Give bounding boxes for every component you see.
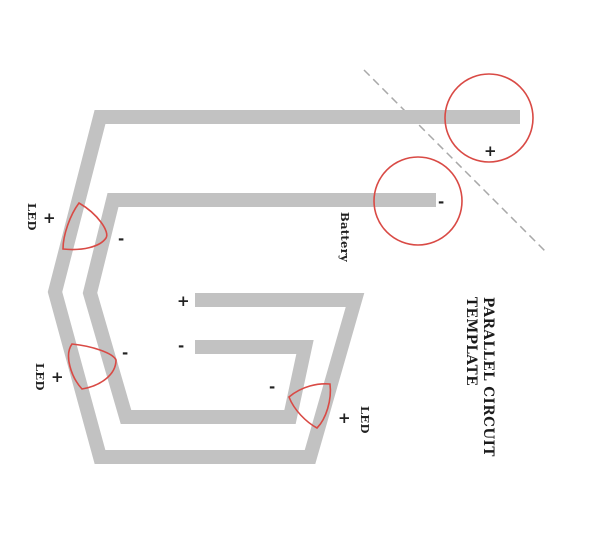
led-outline-top — [62, 201, 108, 251]
led-label-bottom: LED — [358, 406, 372, 434]
led-outline-bottom — [288, 383, 332, 429]
diagram-title-line1: PARALLEL CIRCUIT — [480, 297, 496, 457]
battery-negative-pad — [373, 156, 463, 246]
led-bottom-minus: - — [269, 378, 275, 396]
negative-trace — [82, 193, 436, 424]
led-middle-plus: + — [51, 368, 64, 386]
led-top-minus: - — [118, 230, 124, 248]
copper-traces — [47, 110, 520, 464]
diagram-title-line2: TEMPLATE — [463, 297, 479, 386]
fold-line — [363, 69, 546, 252]
battery-negative-symbol: - — [438, 193, 444, 211]
battery-positive-pad — [444, 73, 534, 163]
branch-minus-terminal: - — [178, 337, 184, 355]
led-top-plus: + — [43, 209, 56, 227]
led-label-top: LED — [25, 203, 39, 231]
led-label-middle: LED — [33, 363, 47, 391]
branch-plus-terminal: + — [177, 292, 190, 310]
battery-positive-symbol: + — [484, 142, 497, 160]
positive-trace — [47, 110, 520, 464]
led-middle-minus: - — [122, 344, 128, 362]
battery-label: Battery — [338, 212, 352, 262]
led-outline-middle — [67, 343, 117, 390]
led-bottom-plus: + — [338, 409, 351, 427]
